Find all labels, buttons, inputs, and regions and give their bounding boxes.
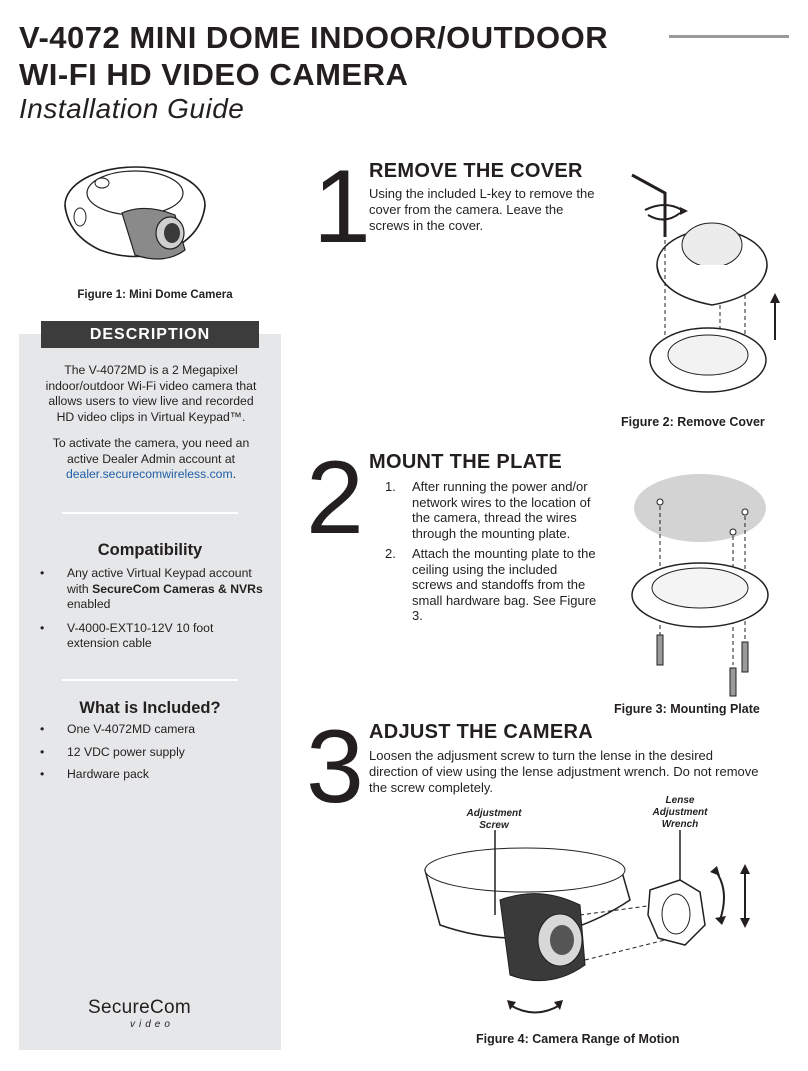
included-heading: What is Included? (79, 699, 221, 717)
figure2-caption: Figure 2: Remove Cover (621, 415, 765, 429)
remove-cover-illustration (631, 173, 780, 393)
step2-instructions: 1.After running the power and/or network… (385, 479, 600, 629)
section-divider (62, 512, 238, 514)
securecom-logo: SecureCom video (88, 997, 213, 1037)
step1-body: Using the included L-key to remove the c… (369, 186, 595, 233)
step2-title: MOUNT THE PLATE (369, 451, 563, 473)
figure1-caption: Figure 1: Mini Dome Camera (77, 289, 233, 301)
logo-wordmark: SecureCom (88, 997, 192, 1018)
document-subtitle: Installation Guide (19, 93, 245, 124)
document-title-line2: WI-FI HD VIDEO CAMERA (19, 57, 409, 92)
activation-text: To activate the camera, you need an acti… (52, 436, 250, 466)
logo-subtext: video (130, 1019, 174, 1030)
document-title-line1: V-4072 MINI DOME INDOOR/OUTDOOR (19, 20, 609, 55)
activation-end: . (232, 467, 237, 481)
description-heading: DESCRIPTION (41, 321, 259, 348)
list-item: •One V-4072MD camera (40, 722, 196, 736)
step1-title: REMOVE THE COVER (369, 160, 583, 182)
lense-wrench-callout: Lense Adjustment Wrench (652, 795, 708, 830)
list-item: 2.Attach the mounting plate to the ceili… (385, 546, 597, 623)
step-number: 2 (306, 440, 364, 556)
step-number: 3 (306, 709, 364, 825)
compatibility-list: •Any active Virtual Keypad account with … (40, 566, 265, 660)
bullet-icon: • (40, 566, 45, 580)
adjustment-screw-callout: Adjustment Screw (466, 808, 522, 831)
bullet-icon: • (40, 744, 45, 759)
list-item: •Hardware pack (40, 767, 149, 781)
list-item: •12 VDC power supply (40, 744, 185, 759)
mini-dome-camera-illustration (64, 166, 206, 260)
camera-range-of-motion-illustration (424, 830, 750, 1014)
bullet-icon: • (40, 620, 45, 635)
step-number: 1 (313, 149, 371, 265)
included-list: •One V-4072MD camera •12 VDC power suppl… (40, 722, 265, 790)
step3-title: ADJUST THE CAMERA (369, 721, 593, 743)
figure3-caption: Figure 3: Mounting Plate (614, 702, 760, 716)
mounting-plate-illustration (631, 474, 769, 697)
list-item: 1.After running the power and/or network… (385, 479, 591, 541)
list-item: •Any active Virtual Keypad account with … (40, 566, 263, 611)
description-paragraph: The V-4072MD is a 2 Megapixel indoor/out… (45, 363, 257, 424)
bullet-icon: • (40, 767, 45, 781)
compatibility-heading: Compatibility (97, 541, 203, 559)
activation-paragraph: To activate the camera, you need an acti… (45, 436, 257, 483)
section-divider (62, 679, 238, 681)
list-item: •V-4000-EXT10-12V 10 foot extension cabl… (40, 620, 214, 651)
description-sidebar (19, 334, 281, 1050)
dealer-admin-link[interactable]: dealer.securecomwireless.com (65, 467, 233, 481)
title-rule (669, 35, 789, 38)
step3-body: Loosen the adjusment screw to turn the l… (369, 748, 759, 795)
bullet-icon: • (40, 722, 45, 736)
figure4-caption: Figure 4: Camera Range of Motion (476, 1032, 680, 1046)
